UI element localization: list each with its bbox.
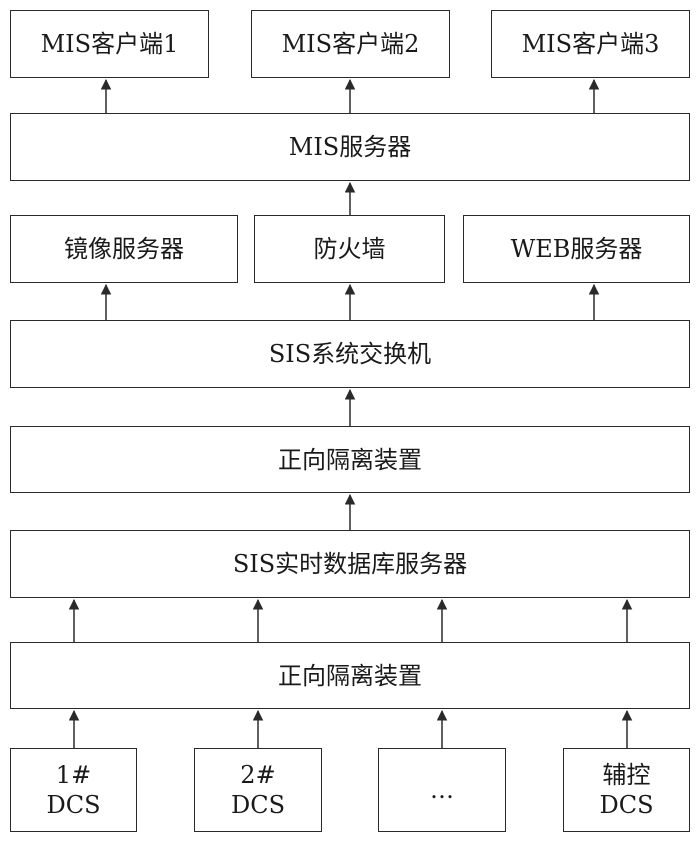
lower-isolation-node: 正向隔离装置 bbox=[10, 642, 690, 709]
dcs-aux-node: 辅控 DCS bbox=[563, 748, 690, 832]
mirror-server-node: 镜像服务器 bbox=[10, 215, 238, 283]
web-server-label: WEB服务器 bbox=[510, 235, 643, 263]
lower-isolation-label: 正向隔离装置 bbox=[278, 661, 422, 690]
firewall-label: 防火墙 bbox=[313, 235, 386, 263]
mis-client-3-label: MIS客户端3 bbox=[521, 30, 660, 58]
mis-server-node: MIS服务器 bbox=[10, 113, 690, 181]
dcs-1-node: 1# DCS bbox=[10, 748, 137, 832]
firewall-node: 防火墙 bbox=[254, 215, 445, 283]
dcs-1-line1: 1# bbox=[55, 761, 92, 789]
mirror-server-label: 镜像服务器 bbox=[64, 235, 184, 263]
dcs-2-line1: 2# bbox=[240, 761, 276, 789]
mis-client-3-node: MIS客户端3 bbox=[491, 10, 690, 78]
mis-client-2-label: MIS客户端2 bbox=[281, 30, 420, 58]
sis-switch-node: SIS系统交换机 bbox=[10, 320, 690, 388]
sis-rtdb-server-label: SIS实时数据库服务器 bbox=[232, 550, 468, 578]
dcs-aux-line2: DCS bbox=[599, 791, 654, 819]
dcs-1-line2: DCS bbox=[46, 791, 101, 819]
mis-client-2-node: MIS客户端2 bbox=[251, 10, 450, 78]
mis-server-label: MIS服务器 bbox=[288, 133, 412, 161]
sis-switch-label: SIS系统交换机 bbox=[268, 340, 432, 368]
mis-client-1-node: MIS客户端1 bbox=[10, 10, 209, 78]
dcs-2-node: 2# DCS bbox=[194, 748, 322, 832]
dcs-more-node: … bbox=[378, 748, 506, 832]
upper-isolation-node: 正向隔离装置 bbox=[10, 426, 690, 493]
mis-client-1-label: MIS客户端1 bbox=[40, 30, 179, 58]
upper-isolation-label: 正向隔离装置 bbox=[278, 445, 422, 474]
dcs-aux-line1: 辅控 bbox=[602, 761, 651, 789]
dcs-more-line1: … bbox=[430, 776, 454, 804]
web-server-node: WEB服务器 bbox=[463, 215, 690, 283]
dcs-2-line2: DCS bbox=[230, 791, 286, 819]
sis-rtdb-server-node: SIS实时数据库服务器 bbox=[10, 530, 690, 598]
